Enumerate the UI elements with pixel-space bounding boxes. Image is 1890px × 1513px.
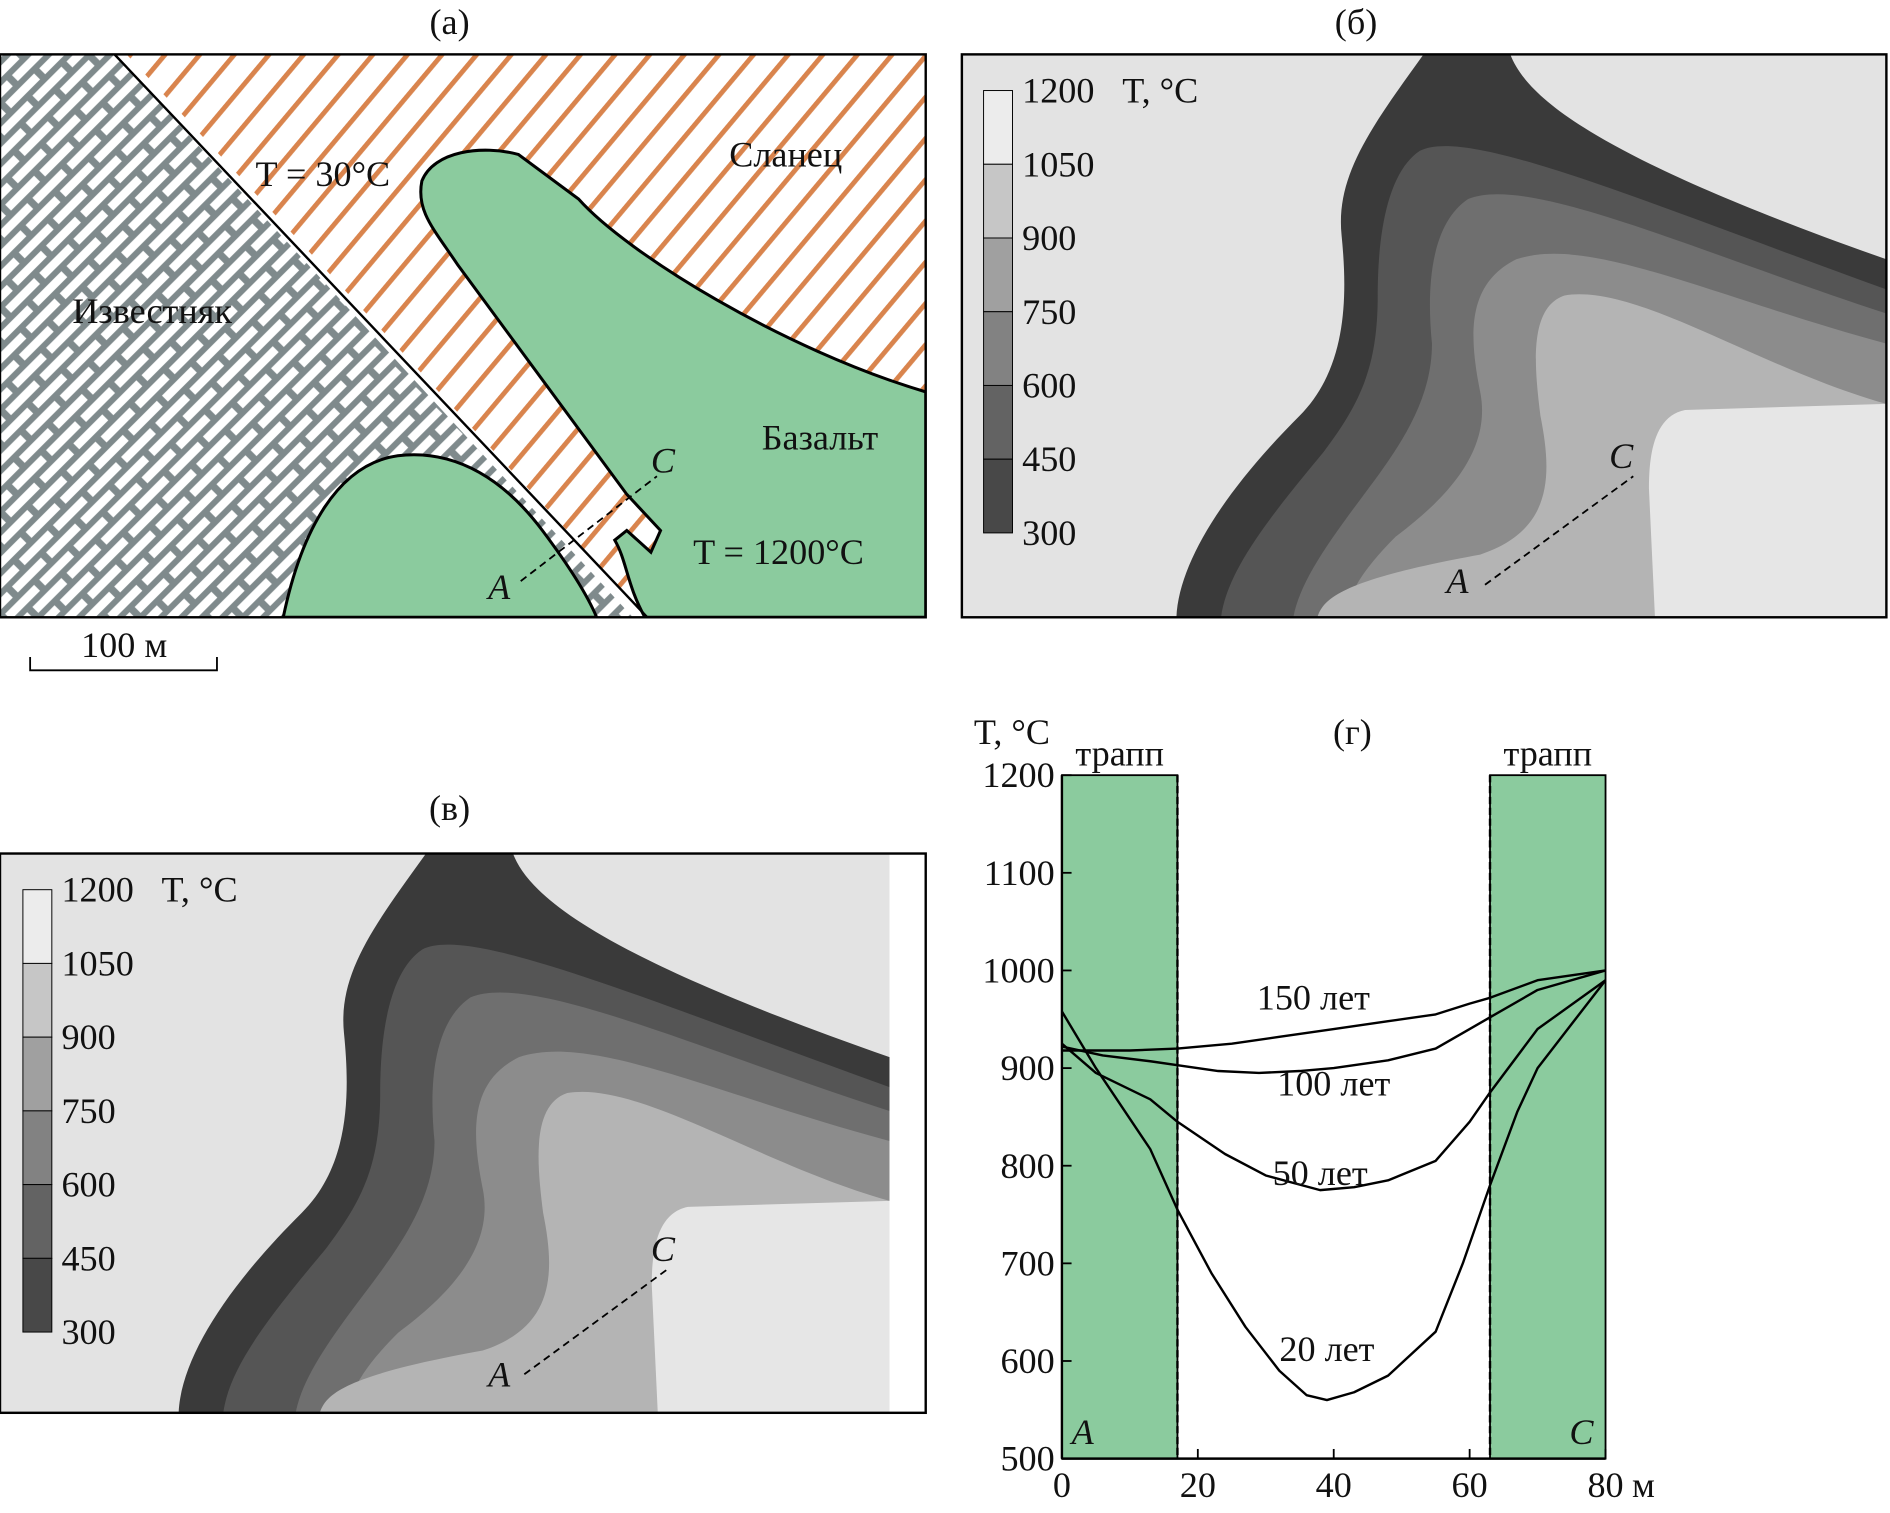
panel-a-label: (а) xyxy=(430,2,470,42)
colorbar-tick-label: 300 xyxy=(1022,513,1076,553)
profile-line xyxy=(523,1267,670,1375)
profile-line xyxy=(520,475,658,582)
y-tick-label: 800 xyxy=(1000,1146,1054,1186)
colorbar-swatch xyxy=(983,237,1013,313)
colorbar-tick-label: 900 xyxy=(61,1017,115,1057)
colorbar-swatch xyxy=(983,90,1013,165)
point-a: A xyxy=(486,567,511,607)
series-label: 150 лет xyxy=(1257,978,1370,1018)
panel-b-label: (б) xyxy=(1335,2,1377,42)
t-contact-label: T = 30°C xyxy=(256,154,391,194)
colorbar-tick-label: 600 xyxy=(1022,366,1076,406)
colorbar-tick-label: 450 xyxy=(1022,439,1076,479)
trapp-label: трапп xyxy=(1075,734,1164,774)
x-tick-label: 40 xyxy=(1316,1465,1352,1505)
colorbar-swatch xyxy=(22,1036,53,1112)
scale-bar: 100 м xyxy=(29,625,218,672)
panel-c-label: (в) xyxy=(429,788,470,828)
y-tick-label: 500 xyxy=(1000,1439,1054,1479)
colorbar-legend: 1200 1050 900 750 600 450 300 T, °C xyxy=(983,71,1198,553)
colorbar-swatch xyxy=(22,889,53,964)
point-a: A xyxy=(486,1354,511,1394)
y-tick-label: 1000 xyxy=(982,951,1054,991)
series-label: 50 лет xyxy=(1273,1153,1368,1193)
colorbar-tick-label: 1200 xyxy=(1022,71,1094,111)
x-axis-unit: м xyxy=(1632,1465,1655,1505)
y-axis-label: T, °C xyxy=(974,712,1050,752)
colorbar-tick-label: 900 xyxy=(1022,218,1076,258)
colorbar-tick-label: 1050 xyxy=(61,943,133,983)
colorbar-swatch xyxy=(22,1257,53,1333)
colorbar-legend: 1200 1050 900 750 600 450 300 T, °C xyxy=(22,870,238,1352)
basalt-label: Базальт xyxy=(762,418,879,458)
point-c: C xyxy=(1609,436,1634,476)
trapp-band xyxy=(1061,774,1179,1460)
colorbar-swatch xyxy=(983,311,1013,386)
series-label: 20 лет xyxy=(1279,1329,1374,1369)
colorbar-tick-label: 450 xyxy=(61,1238,115,1278)
colorbar-tick-label: 750 xyxy=(1022,292,1076,332)
colorbar-swatch xyxy=(22,1110,53,1186)
panel-b: (б) 1200 1050 900 750 600 450 300 T, °C A C xyxy=(960,2,1888,619)
y-tick-label: 900 xyxy=(1000,1048,1054,1088)
profile-line xyxy=(1484,475,1634,586)
y-tick-label: 1200 xyxy=(982,755,1054,795)
colorbar-swatch xyxy=(983,458,1013,534)
series-line-20-лет xyxy=(1060,979,1607,1402)
point-c: C xyxy=(651,1229,676,1269)
y-tick-label: 1100 xyxy=(984,853,1055,893)
panel-a: (а) Известняк Сланец Базальт T = 30°C T … xyxy=(0,2,927,672)
x-tick-label: 60 xyxy=(1452,1465,1488,1505)
limestone-label: Известняк xyxy=(72,291,232,331)
colorbar-tick-label: 1200 xyxy=(61,870,133,910)
trapp-label: трапп xyxy=(1503,734,1592,774)
colorbar-tick-label: 300 xyxy=(61,1312,115,1352)
colorbar-swatch xyxy=(983,384,1013,460)
corner-label-c: C xyxy=(1569,1412,1594,1452)
x-tick-label: 80 xyxy=(1587,1465,1623,1505)
point-c: C xyxy=(651,441,676,481)
shale-label: Сланец xyxy=(729,134,842,174)
colorbar-swatch xyxy=(22,962,53,1038)
chart-title: (г) xyxy=(1333,712,1372,752)
y-tick-label: 700 xyxy=(1000,1243,1054,1283)
colorbar-swatch xyxy=(22,1184,53,1259)
corner-label-a: A xyxy=(1070,1412,1095,1452)
scale-bar-label: 100 м xyxy=(81,625,167,665)
series-label: 100 лет xyxy=(1277,1063,1390,1103)
basalt-region xyxy=(419,148,926,618)
colorbar-swatch xyxy=(983,163,1013,239)
point-a: A xyxy=(1444,561,1469,601)
t-basalt-label: T = 1200°C xyxy=(693,532,864,572)
x-tick-label: 0 xyxy=(1053,1465,1071,1505)
colorbar-tick-label: 1050 xyxy=(1022,144,1094,184)
panel-c: (в) 1200 1050 900 750 600 450 300 T, °C A C xyxy=(0,788,927,1415)
series-line-100-лет xyxy=(1061,969,1606,1075)
colorbar-title: T, °C xyxy=(162,870,238,910)
basalt-lobe xyxy=(281,453,599,618)
series-line-150-лет xyxy=(1061,969,1606,1052)
series-line-50-лет xyxy=(1061,979,1607,1192)
trapp-band xyxy=(1489,774,1607,1460)
x-tick-label: 20 xyxy=(1180,1465,1216,1505)
colorbar-title: T, °C xyxy=(1122,71,1198,111)
colorbar-tick-label: 600 xyxy=(61,1165,115,1205)
y-tick-label: 600 xyxy=(1000,1341,1054,1381)
colorbar-tick-label: 750 xyxy=(61,1091,115,1131)
